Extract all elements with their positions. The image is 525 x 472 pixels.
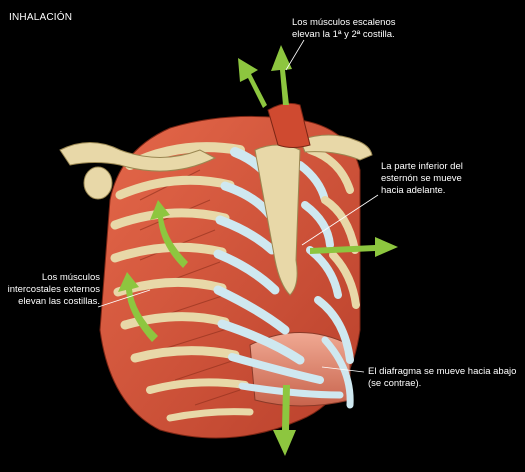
label-diafragma-line-1: El diafragma se mueve hacia abajo	[368, 366, 517, 377]
label-intercostales: Los músculos intercostales externos elev…	[0, 272, 100, 308]
arrow-up-left-icon	[238, 58, 267, 108]
label-escalenos-line-1: Los músculos escalenos	[292, 17, 396, 28]
label-escalenos: Los músculos escalenos elevan la 1ª y 2ª…	[292, 17, 452, 41]
arrow-ribs-upper-icon	[150, 200, 188, 268]
label-esternon: La parte inferior del esternón se mueve …	[381, 161, 511, 197]
label-esternon-line-3: hacia adelante.	[381, 185, 446, 196]
arrow-right-icon	[310, 237, 398, 257]
label-esternon-line-1: La parte inferior del	[381, 161, 463, 172]
label-escalenos-line-2: elevan la 1ª y 2ª costilla.	[292, 29, 395, 40]
label-diafragma: El diafragma se mueve hacia abajo (se co…	[368, 366, 523, 390]
label-esternon-line-2: esternón se mueve	[381, 173, 462, 184]
clavicle-left	[59, 142, 217, 172]
page-title: INHALACIÓN	[9, 12, 73, 23]
label-intercostales-line-1: Los músculos	[41, 272, 100, 283]
arrow-up-icon	[271, 45, 292, 105]
label-intercostales-line-2: intercostales externos	[7, 284, 100, 295]
label-intercostales-line-3: elevan las costillas.	[18, 296, 100, 307]
arrow-down-icon	[273, 385, 296, 456]
arrow-ribs-lower-icon	[118, 272, 158, 342]
scalene-muscles	[267, 102, 311, 148]
clavicle-right	[299, 134, 373, 161]
label-diafragma-line-2: (se contrae).	[368, 378, 422, 389]
leader-lines	[97, 39, 379, 373]
motion-arrows	[118, 45, 398, 456]
